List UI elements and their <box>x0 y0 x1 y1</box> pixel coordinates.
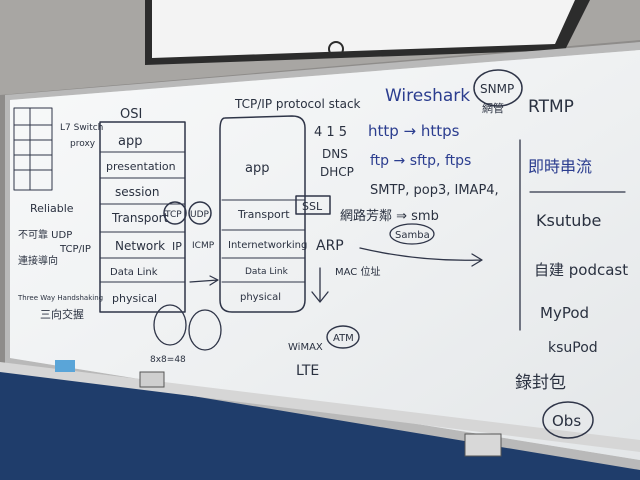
projector-screen <box>152 0 575 58</box>
right-mypod: MyPod <box>540 304 589 322</box>
obs-circle <box>542 401 594 439</box>
mac-address-note: MAC 位址 <box>335 265 380 278</box>
eraser <box>139 371 165 388</box>
osi-layer-5: Network <box>115 239 165 253</box>
bits-note: 8x8=48 <box>150 355 186 365</box>
icmp-label: ICMP <box>192 241 215 251</box>
right-streaming: 即時串流 <box>528 157 592 176</box>
tcpip-layer-physical: physical <box>240 292 281 303</box>
osi-left-handshake: Three Way Handshaking <box>17 294 103 302</box>
osi-left-unreliable: 不可靠 UDP <box>18 228 72 241</box>
frame-circle-1 <box>153 304 187 346</box>
arp-label: ARP <box>316 238 344 254</box>
osi-left-threeway-zh: 三向交握 <box>40 307 84 321</box>
frame-circle-2 <box>188 309 222 351</box>
app-line-smb: 網路芳鄰 ⇒ smb <box>340 208 439 224</box>
osi-layer-7: physical <box>112 292 157 305</box>
osi-left-tcpip: TCP/IP <box>59 244 91 255</box>
ssl-label: SSL <box>302 200 323 213</box>
lte-label: LTE <box>296 363 319 379</box>
osi-note-proxy: proxy <box>70 139 96 149</box>
right-record-packets: 錄封包 <box>515 373 566 393</box>
wireshark-label: Wireshark <box>385 86 470 106</box>
osi-left-connection: 連接導向 <box>18 254 58 267</box>
right-obs: Obs <box>552 412 581 430</box>
snmp-circle <box>473 69 523 107</box>
app-line-mail: SMTP, pop3, IMAP4, <box>370 183 499 198</box>
tcpip-layer-internet: Internetworking <box>228 240 307 251</box>
right-arrow-icon <box>359 247 483 267</box>
right-ksupod: ksuPod <box>548 340 598 356</box>
tcp-label: TCP <box>164 210 182 220</box>
tcpip-title: TCP/IP protocol stack <box>234 97 361 111</box>
right-podcast: 自建 podcast <box>534 261 628 279</box>
eraser-right <box>464 433 502 457</box>
osi-note-l7: L7 Switch <box>60 123 103 133</box>
tcpip-stack: TCP/IP protocol stack app Transport Inte… <box>219 97 361 313</box>
samba-circle <box>389 223 435 245</box>
app-line-dhcp: DHCP <box>320 165 354 179</box>
osi-layer-1: app <box>118 134 142 149</box>
samba-label: Samba <box>395 230 430 241</box>
osi-left-reliable: Reliable <box>30 202 74 215</box>
screen-pull-ring <box>328 41 344 57</box>
snmp-label: SNMP <box>480 82 514 96</box>
wimax-label: WiMAX <box>288 342 323 353</box>
osi-layer-2: presentation <box>106 160 176 173</box>
udp-circle <box>188 201 212 225</box>
ip-label: IP <box>172 240 182 253</box>
osi-stack: OSI app presentation session Transport N… <box>99 107 186 313</box>
app-line-ftp: ftp → sftp, ftps <box>370 153 471 169</box>
right-rtmp: RTMP <box>528 97 574 117</box>
tcpip-layer-transport: Transport <box>237 208 290 221</box>
udp-label: UDP <box>190 210 210 220</box>
osi-layer-4: Transport <box>111 211 169 225</box>
small-grid-sketch <box>13 107 53 191</box>
tcp-circle <box>163 201 187 225</box>
app-line-http: http → https <box>368 122 460 140</box>
left-arrow-icon <box>189 275 219 286</box>
port-numbers: 4 1 5 <box>314 125 347 140</box>
tcpip-layer-datalink: Data Link <box>245 267 289 277</box>
snmp-note: 網管 <box>482 101 504 115</box>
down-arrow-icon <box>311 267 329 303</box>
ssl-box <box>295 195 331 215</box>
atm-label: ATM <box>333 333 354 344</box>
right-ksutube: Ksutube <box>536 211 601 230</box>
atm-circle <box>326 325 360 349</box>
marker <box>55 360 75 372</box>
osi-layer-6: Data Link <box>110 267 158 278</box>
app-line-dns: DNS <box>322 147 348 161</box>
osi-title: OSI <box>120 107 142 122</box>
osi-layer-3: session <box>115 185 159 199</box>
tcpip-layer-app: app <box>245 161 269 176</box>
